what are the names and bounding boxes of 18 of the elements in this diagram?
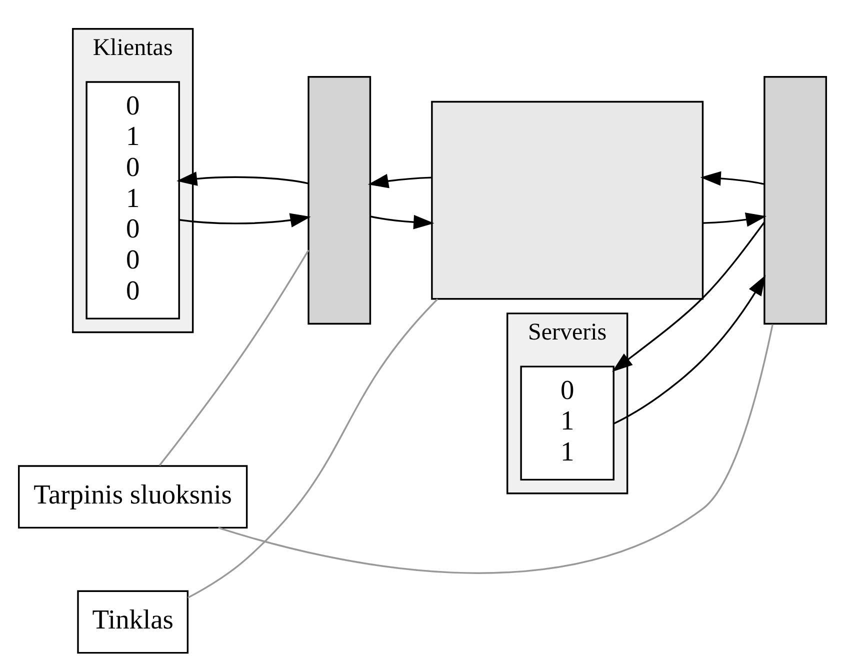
arrow xyxy=(702,212,766,227)
node-box xyxy=(308,76,372,325)
arrow xyxy=(179,213,311,228)
connector xyxy=(187,298,438,599)
node-box: 0 1 1 xyxy=(520,366,614,481)
arrow xyxy=(368,174,432,188)
arrow xyxy=(614,275,766,424)
arrow xyxy=(176,172,308,186)
node-box xyxy=(764,76,827,325)
node-box: Tarpinis sluoksnis xyxy=(18,465,248,529)
arrow xyxy=(700,171,764,186)
connector xyxy=(218,324,774,574)
node-box: Tinklas xyxy=(77,590,189,654)
node-box xyxy=(431,100,704,300)
arrow xyxy=(612,222,766,372)
node-box: 0 1 0 1 0 0 0 xyxy=(86,81,180,320)
connector xyxy=(158,250,310,466)
arrow xyxy=(370,214,434,230)
